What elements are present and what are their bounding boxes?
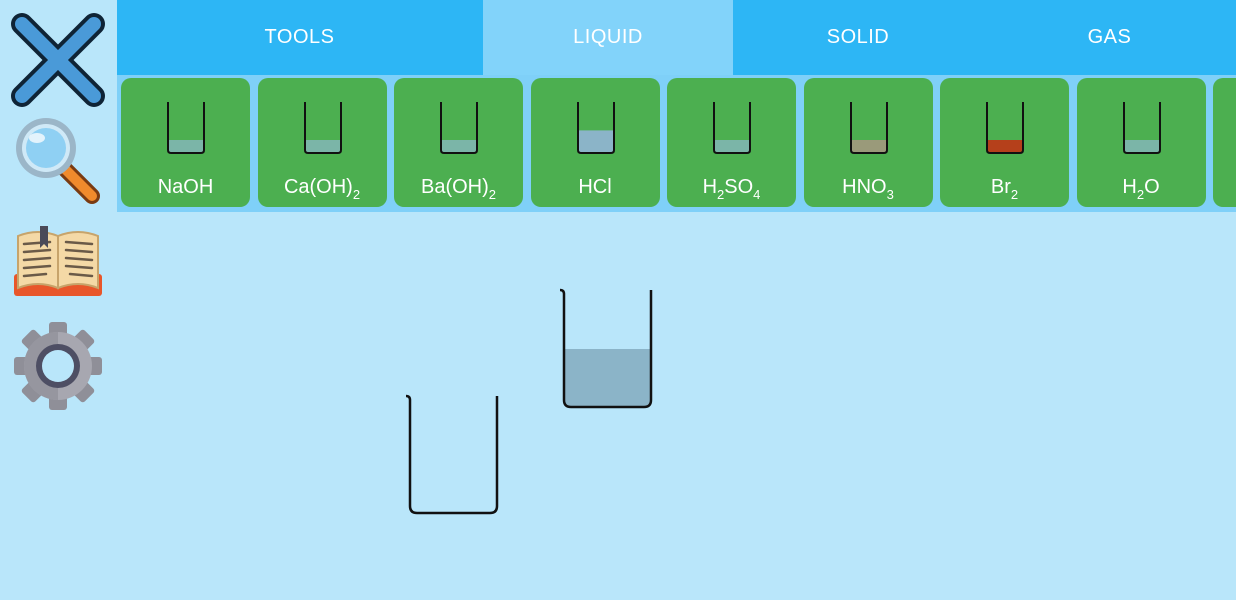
- reagent-card[interactable]: H2O: [1076, 78, 1206, 207]
- reagent-formula: HNO3: [842, 176, 894, 202]
- beaker-empty[interactable]: [404, 394, 502, 516]
- reagent-liquid: [305, 140, 340, 152]
- reagent-shelf[interactable]: NaOH Ca(OH)2 Ba(OH)2 HCl H2SO4 HNO3 Br2 H2O: [117, 75, 1236, 212]
- reagent-liquid: [715, 140, 749, 152]
- reagent-beaker-icon: [1122, 102, 1161, 154]
- beaker-icon: [405, 394, 499, 515]
- tab-solid[interactable]: SOLID: [826, 26, 890, 48]
- book-icon: [14, 226, 102, 296]
- search-button[interactable]: [10, 112, 106, 208]
- tab-gas[interactable]: GAS: [1087, 26, 1132, 48]
- reagent-card[interactable]: NaOH: [121, 78, 250, 207]
- tab-bar: TOOLS LIQUID SOLID GAS: [117, 0, 1236, 75]
- tab-liquid[interactable]: LIQUID: [483, 0, 733, 75]
- tab-tools[interactable]: TOOLS: [264, 26, 335, 48]
- reagent-card[interactable]: Ca(OH)2: [257, 78, 387, 207]
- reagent-liquid: [169, 140, 203, 152]
- reagent-card-partial[interactable]: [1213, 78, 1236, 207]
- reagent-formula: Ba(OH)2: [420, 176, 497, 202]
- beaker-liquid: [565, 349, 650, 406]
- reagent-beaker-icon: [303, 102, 342, 154]
- gear-icon: [14, 322, 102, 410]
- reagent-liquid: [988, 140, 1022, 152]
- encyclopedia-button[interactable]: [10, 222, 106, 302]
- reagent-beaker-icon: [986, 102, 1024, 154]
- reagent-liquid: [1124, 140, 1159, 152]
- reagent-liquid: [578, 130, 613, 152]
- reagent-formula: Br2: [990, 176, 1019, 202]
- reagent-formula: HCl: [578, 176, 612, 198]
- reagent-card[interactable]: Br2: [940, 78, 1069, 207]
- magnifier-icon: [16, 118, 100, 204]
- reagent-beaker-icon: [576, 102, 615, 154]
- reagent-formula: Ca(OH)2: [283, 176, 361, 202]
- beaker-icon: [559, 288, 653, 409]
- reagent-formula: H2O: [1122, 176, 1160, 202]
- reagent-beaker-icon: [849, 102, 888, 154]
- reagent-card[interactable]: Ba(OH)2: [394, 78, 523, 207]
- settings-button[interactable]: [10, 318, 106, 414]
- reagent-beaker-icon: [167, 102, 205, 154]
- reagent-liquid: [851, 140, 886, 152]
- reagent-beaker-icon: [440, 102, 478, 154]
- beaker-filled[interactable]: [558, 288, 656, 410]
- reagent-card[interactable]: HCl: [530, 78, 660, 207]
- close-button[interactable]: [10, 12, 106, 108]
- reagent-formula: H2SO4: [702, 176, 761, 202]
- reagent-liquid: [442, 140, 476, 152]
- reagent-card[interactable]: H2SO4: [667, 78, 796, 207]
- reagent-beaker-icon: [713, 102, 751, 154]
- close-icon: [11, 13, 105, 107]
- reagent-card[interactable]: HNO3: [803, 78, 933, 207]
- reagent-formula: NaOH: [157, 176, 214, 198]
